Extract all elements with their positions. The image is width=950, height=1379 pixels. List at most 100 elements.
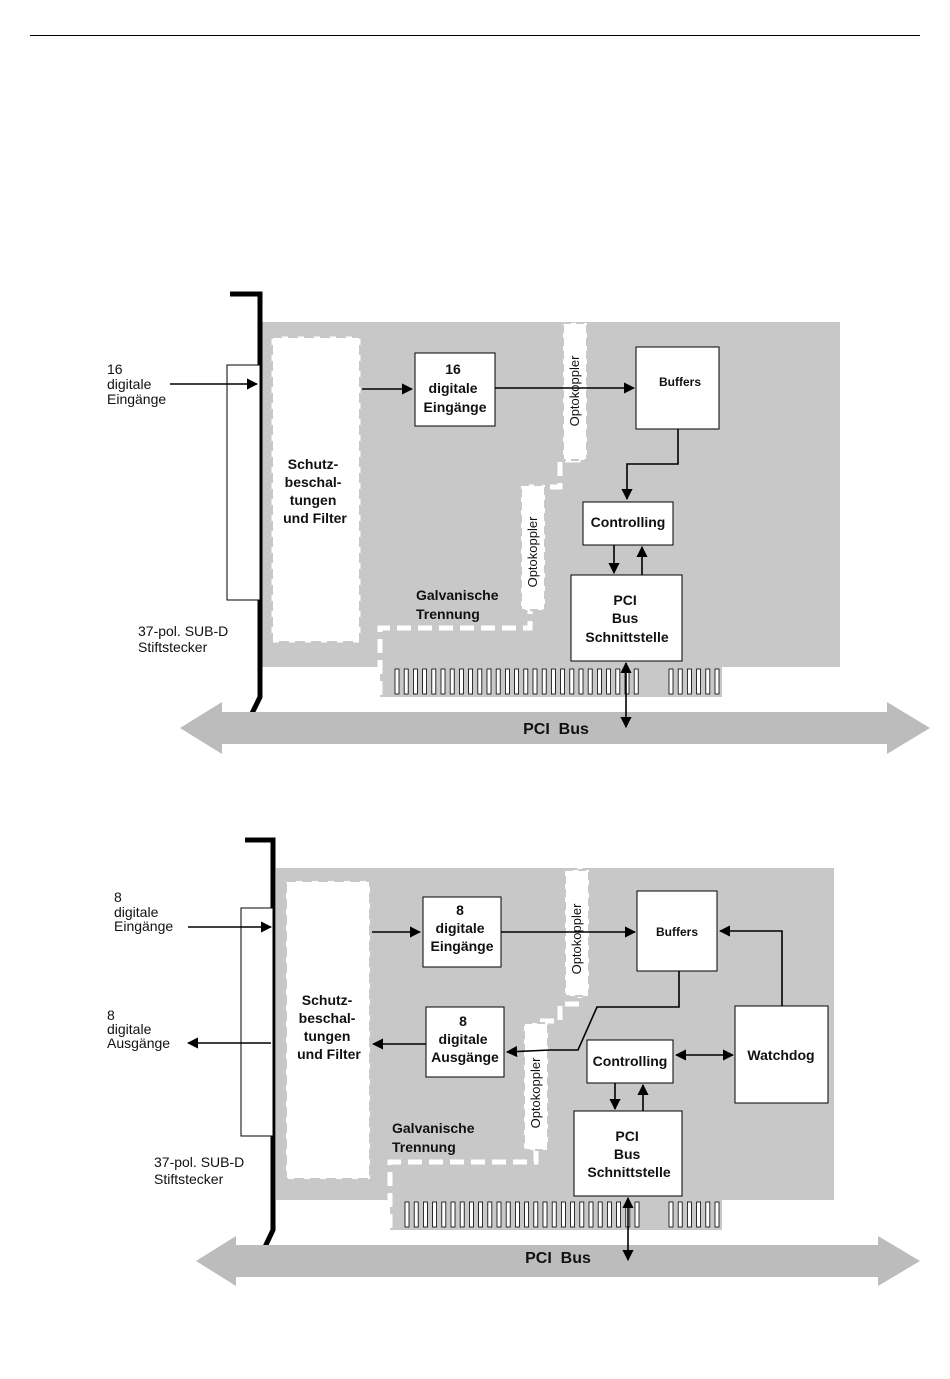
pci-bus-label: PCI Bus bbox=[523, 721, 589, 738]
connector-pin bbox=[668, 1201, 674, 1228]
connector-pin bbox=[597, 1201, 603, 1228]
sub-d-connector bbox=[226, 364, 261, 601]
connector-pin bbox=[714, 668, 720, 695]
connector-pin bbox=[413, 1201, 419, 1228]
connector-pin bbox=[487, 1201, 493, 1228]
connector-pin bbox=[478, 1201, 484, 1228]
connector-pin bbox=[560, 668, 565, 695]
buffers-box bbox=[635, 346, 720, 430]
digital-outputs-label: 8 digitale Ausgänge bbox=[431, 1013, 499, 1065]
connector-pin bbox=[551, 668, 556, 695]
connector-pin bbox=[532, 668, 538, 695]
connector-pin bbox=[515, 1201, 520, 1228]
connector-pin bbox=[551, 1201, 557, 1228]
connector-label: 37-pol. SUB-D Stiftstecker bbox=[154, 1154, 248, 1187]
connector-pin bbox=[616, 1201, 621, 1228]
optocoupler-bottom-region bbox=[524, 1023, 548, 1150]
connector-pin bbox=[541, 668, 547, 695]
connector-pin bbox=[634, 1201, 640, 1228]
protection-filter-label: Schutz- beschal- tungen und Filter bbox=[283, 456, 347, 526]
pci-bus-arrow bbox=[196, 1236, 920, 1286]
connector-pin bbox=[403, 668, 409, 695]
connector-pin bbox=[714, 1201, 720, 1228]
connector-pin bbox=[422, 1201, 428, 1228]
buffers-to-outputs-arrow bbox=[505, 971, 680, 1058]
optocoupler-top-region bbox=[565, 870, 589, 996]
connector-pin bbox=[615, 668, 621, 695]
connector-pin bbox=[570, 1201, 575, 1228]
connector-pin bbox=[394, 668, 400, 695]
connector-pin bbox=[486, 668, 492, 695]
pci-bus-arrow bbox=[180, 702, 930, 754]
diagram-8-inputs-8-outputs: 8 digitale Eingänge 8 digitale Ausgänge … bbox=[107, 837, 920, 1286]
pci-interface-box bbox=[573, 1110, 683, 1197]
connector-pin bbox=[597, 668, 602, 695]
connector-pin bbox=[441, 1201, 447, 1228]
controlling-box bbox=[586, 1039, 674, 1084]
connector-pin bbox=[477, 668, 483, 695]
pci-interface-label: PCI Bus Schnittstelle bbox=[585, 592, 668, 645]
connector-pin bbox=[696, 1201, 701, 1228]
header-rule bbox=[30, 35, 920, 36]
galvanic-isolation-label: Galvanische Trennung bbox=[416, 587, 502, 622]
connector-pin bbox=[533, 1201, 539, 1228]
input-label: 16 digitale Eingänge bbox=[107, 361, 166, 407]
connector-pin bbox=[495, 668, 501, 695]
output-label: 8 digitale Ausgänge bbox=[107, 1007, 170, 1051]
connector-pin bbox=[705, 1201, 711, 1228]
protection-filter-block bbox=[286, 881, 370, 1179]
connector-pin bbox=[607, 1201, 612, 1228]
connector-pin bbox=[606, 668, 611, 695]
edge-connector-pins bbox=[404, 1201, 720, 1228]
connector-pin bbox=[633, 668, 639, 695]
pci-bus-label: PCI Bus bbox=[525, 1250, 591, 1267]
connector-pin bbox=[588, 1201, 594, 1228]
connector-pin bbox=[459, 1201, 465, 1228]
optocoupler-bottom-label: Optokoppler bbox=[525, 516, 540, 587]
galvanic-isolation-line bbox=[387, 868, 583, 1228]
connector-pin bbox=[422, 668, 428, 695]
connector-pin bbox=[687, 1201, 692, 1228]
connector-pin bbox=[468, 1201, 474, 1228]
buffers-label: Buffers bbox=[656, 925, 698, 939]
connector-pin bbox=[677, 668, 683, 695]
connector-pin bbox=[569, 668, 575, 695]
optocoupler-bottom-label: Optokoppler bbox=[528, 1057, 543, 1128]
connector-pin bbox=[514, 668, 519, 695]
sub-d-connector bbox=[240, 907, 274, 1137]
optocoupler-top-region bbox=[563, 323, 587, 460]
connector-pin bbox=[587, 668, 593, 695]
buffers-label: Buffers bbox=[659, 375, 701, 389]
connector-pin bbox=[505, 1201, 511, 1228]
diagram-16-inputs: 16 digitale Eingänge Schutz- beschal- tu… bbox=[107, 291, 930, 754]
input-label: 8 digitale Eingänge bbox=[114, 889, 173, 934]
connector-pin bbox=[578, 668, 584, 695]
controlling-box bbox=[582, 501, 674, 546]
connector-pin bbox=[668, 668, 674, 695]
galvanic-isolation-label: Galvanische Trennung bbox=[392, 1120, 478, 1155]
connector-pin bbox=[468, 668, 474, 695]
connector-pin bbox=[561, 1201, 566, 1228]
buffers-to-controlling-arrow bbox=[621, 429, 679, 501]
connector-pin bbox=[449, 668, 455, 695]
connector-pin bbox=[579, 1201, 585, 1228]
connector-pin bbox=[677, 1201, 683, 1228]
connector-pin bbox=[687, 668, 692, 695]
connector-pin bbox=[696, 668, 701, 695]
connector-pin bbox=[524, 1201, 529, 1228]
connector-pin bbox=[458, 668, 464, 695]
connector-pin bbox=[432, 1201, 438, 1228]
controlling-label: Controlling bbox=[593, 1053, 668, 1069]
connector-label: 37-pol. SUB-D Stiftstecker bbox=[138, 623, 232, 655]
connector-pin bbox=[542, 1201, 548, 1228]
connector-pin bbox=[523, 668, 529, 695]
watchdog-label: Watchdog bbox=[747, 1047, 814, 1063]
connector-pin bbox=[404, 1201, 410, 1228]
connector-pin bbox=[496, 1201, 502, 1228]
optocoupler-top-label: Optokoppler bbox=[567, 355, 582, 426]
digital-inputs-box bbox=[414, 352, 496, 427]
pci-interface-box bbox=[570, 574, 683, 662]
connector-pin bbox=[440, 668, 446, 695]
digital-outputs-box bbox=[425, 1006, 505, 1078]
